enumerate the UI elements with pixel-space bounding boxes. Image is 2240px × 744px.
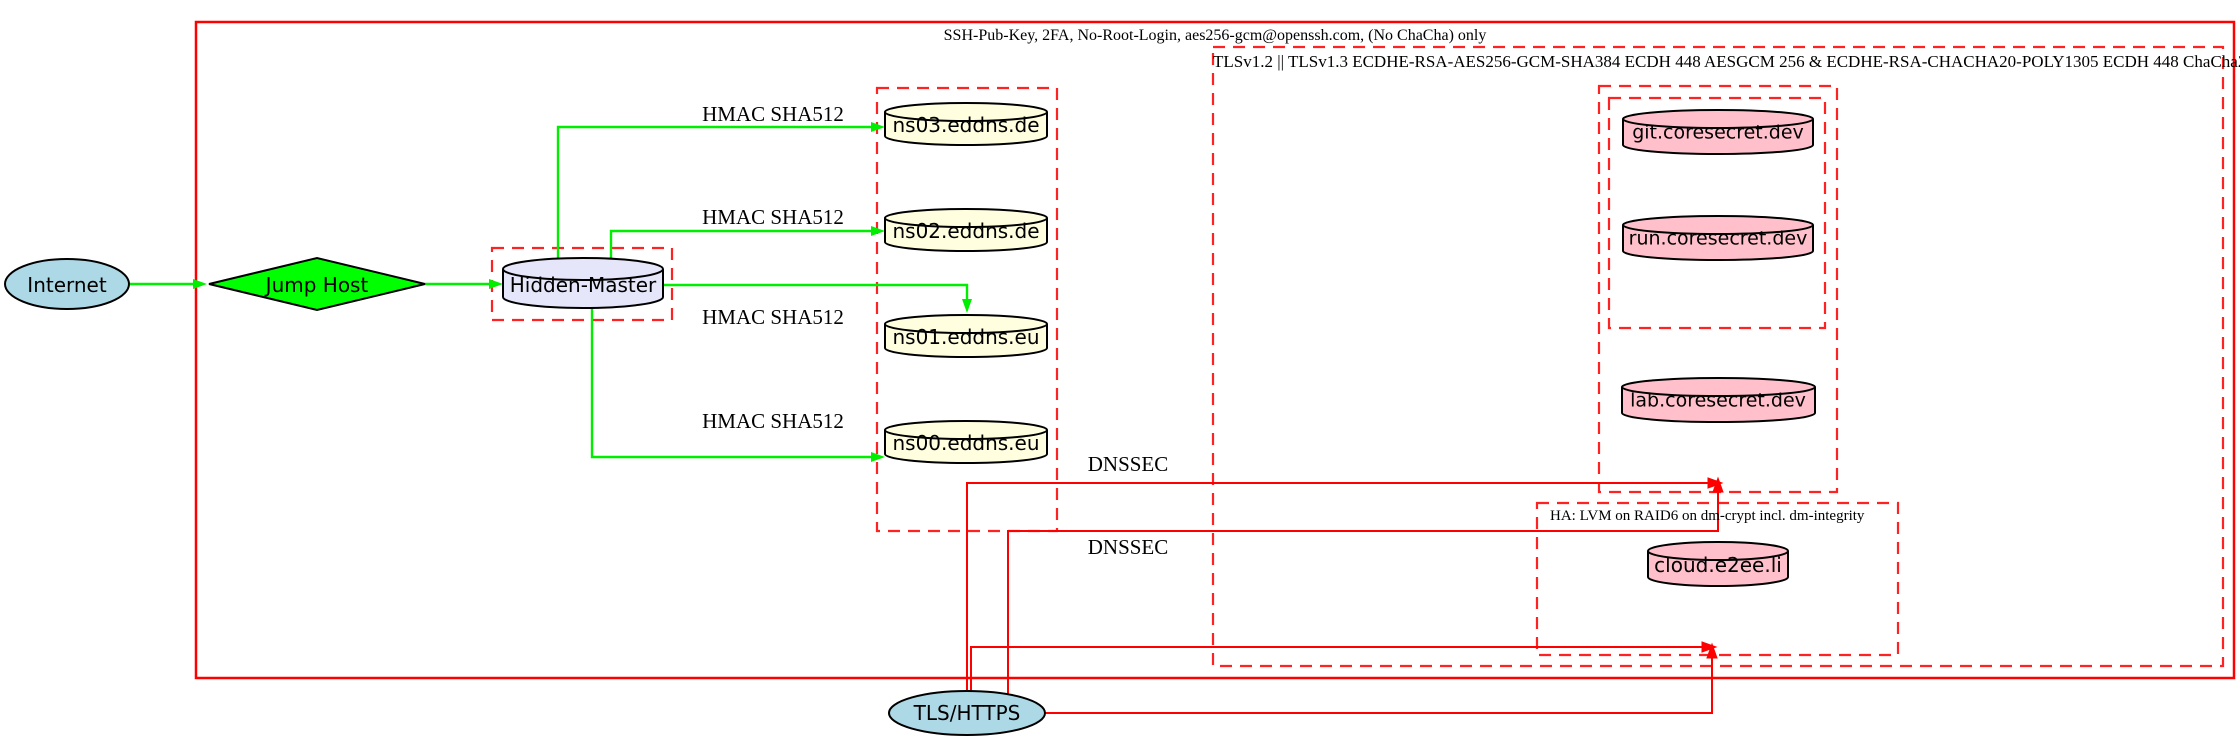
git-node	[1622, 109, 1814, 155]
internet-node	[4, 258, 130, 310]
arrowhead-coresecret-2	[1712, 476, 1724, 493]
edge-dnssec-to-ha	[970, 646, 1702, 691]
ns01-node-rim	[884, 323, 1048, 334]
lab-node	[1621, 376, 1816, 424]
dnssec-label-bottom: DNSSEC	[1087, 535, 1169, 559]
ns02-label: ns02.eddns.de	[892, 219, 1040, 243]
tls-cluster-box	[1211, 45, 2225, 668]
git-node-rim	[1622, 118, 1814, 129]
tls-https-label: TLS/HTTPS	[913, 701, 1021, 725]
arrowhead-ha-1	[1701, 641, 1718, 653]
edge-hiddenmaster-ns03	[556, 125, 871, 262]
edge-tls-to-ha	[1044, 658, 1713, 714]
jump-host-label: Jump Host	[265, 273, 369, 297]
jump-host-node	[208, 256, 426, 312]
tls-cluster-label: TLSv1.2 || TLSv1.3 ECDHE-RSA-AES256-GCM-…	[1213, 52, 2240, 71]
cloud-node-rim	[1647, 550, 1789, 561]
ns00-node	[884, 420, 1048, 464]
ns03-label: ns03.eddns.de	[892, 113, 1040, 137]
hmac-label-ns02: HMAC SHA512	[702, 205, 844, 229]
arrowhead-ns00	[871, 452, 885, 462]
arrowhead-ns01	[962, 299, 972, 313]
cloud-label: cloud.e2ee.li	[1654, 553, 1782, 577]
arrowhead-ns03	[871, 122, 885, 132]
ns00-node-rim	[884, 429, 1048, 440]
lab-node-rim	[1621, 386, 1816, 398]
edge-hiddenmaster-ns00	[590, 308, 871, 459]
edge-tls-to-coresecret	[1007, 492, 1719, 695]
edge-dnssec-to-coresecret	[966, 482, 1708, 691]
lab-label: lab.coresecret.dev	[1630, 389, 1806, 412]
ns01-node	[884, 314, 1048, 358]
run-label: run.coresecret.dev	[1628, 227, 1808, 250]
hidden-master-node	[502, 257, 664, 309]
hmac-label-ns03: HMAC SHA512	[702, 102, 844, 126]
ns03-node	[884, 102, 1048, 146]
hmac-label-ns01: HMAC SHA512	[702, 305, 844, 329]
nameserver-cluster-box	[875, 86, 1059, 533]
git-label: git.coresecret.dev	[1632, 121, 1804, 144]
edge-hiddenmaster-ns01	[663, 283, 969, 299]
hidden-master-node-rim	[502, 268, 664, 281]
edge-hiddenmaster-ns02	[609, 229, 871, 262]
dnssec-label-top: DNSSEC	[1087, 452, 1169, 476]
hidden-master-label: Hidden-Master	[509, 273, 657, 297]
ha-cluster-label: HA: LVM on RAID6 on dm-crypt incl. dm-in…	[1550, 508, 1865, 524]
ns01-label: ns01.eddns.eu	[892, 325, 1040, 349]
arrowhead-ha-2	[1706, 642, 1718, 659]
ns02-node	[884, 208, 1048, 252]
hmac-label-ns00: HMAC SHA512	[702, 409, 844, 433]
arrowhead-hiddenmaster	[489, 279, 503, 289]
arrowhead-ns02	[871, 226, 885, 236]
tls-https-node	[888, 690, 1046, 736]
ns00-label: ns00.eddns.eu	[892, 431, 1040, 455]
ssh-cluster-label: SSH-Pub-Key, 2FA, No-Root-Login, aes256-…	[943, 27, 1487, 44]
internet-label: Internet	[27, 273, 107, 297]
ns02-node-rim	[884, 217, 1048, 228]
run-node-rim	[1622, 224, 1814, 235]
ssh-cluster-box	[194, 20, 2236, 680]
ns03-node-rim	[884, 111, 1048, 122]
coresecret-inner-cluster-box	[1607, 96, 1827, 330]
cloud-node	[1647, 541, 1789, 587]
arrowhead-jumphost	[193, 279, 207, 289]
run-node	[1622, 215, 1814, 261]
